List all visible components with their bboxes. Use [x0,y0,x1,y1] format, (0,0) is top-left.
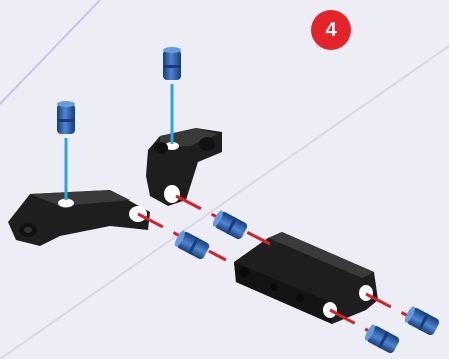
step-number: 4 [325,18,337,41]
blue-connector [364,324,400,354]
blue-connector [404,306,440,336]
blue-connector [57,101,75,134]
cross-arm-upper [146,128,222,206]
part-hole [359,285,373,301]
part-hole [164,185,180,203]
part-hole [165,142,179,150]
blue-connector [174,230,210,260]
rod-beam [234,232,378,324]
blue-connector [212,210,248,240]
cross-arm-left [8,190,150,246]
blue-connector [163,47,181,80]
step-number-badge: 4 [311,10,351,50]
vertical-guide-lines [64,84,174,200]
part-hole [58,198,74,208]
